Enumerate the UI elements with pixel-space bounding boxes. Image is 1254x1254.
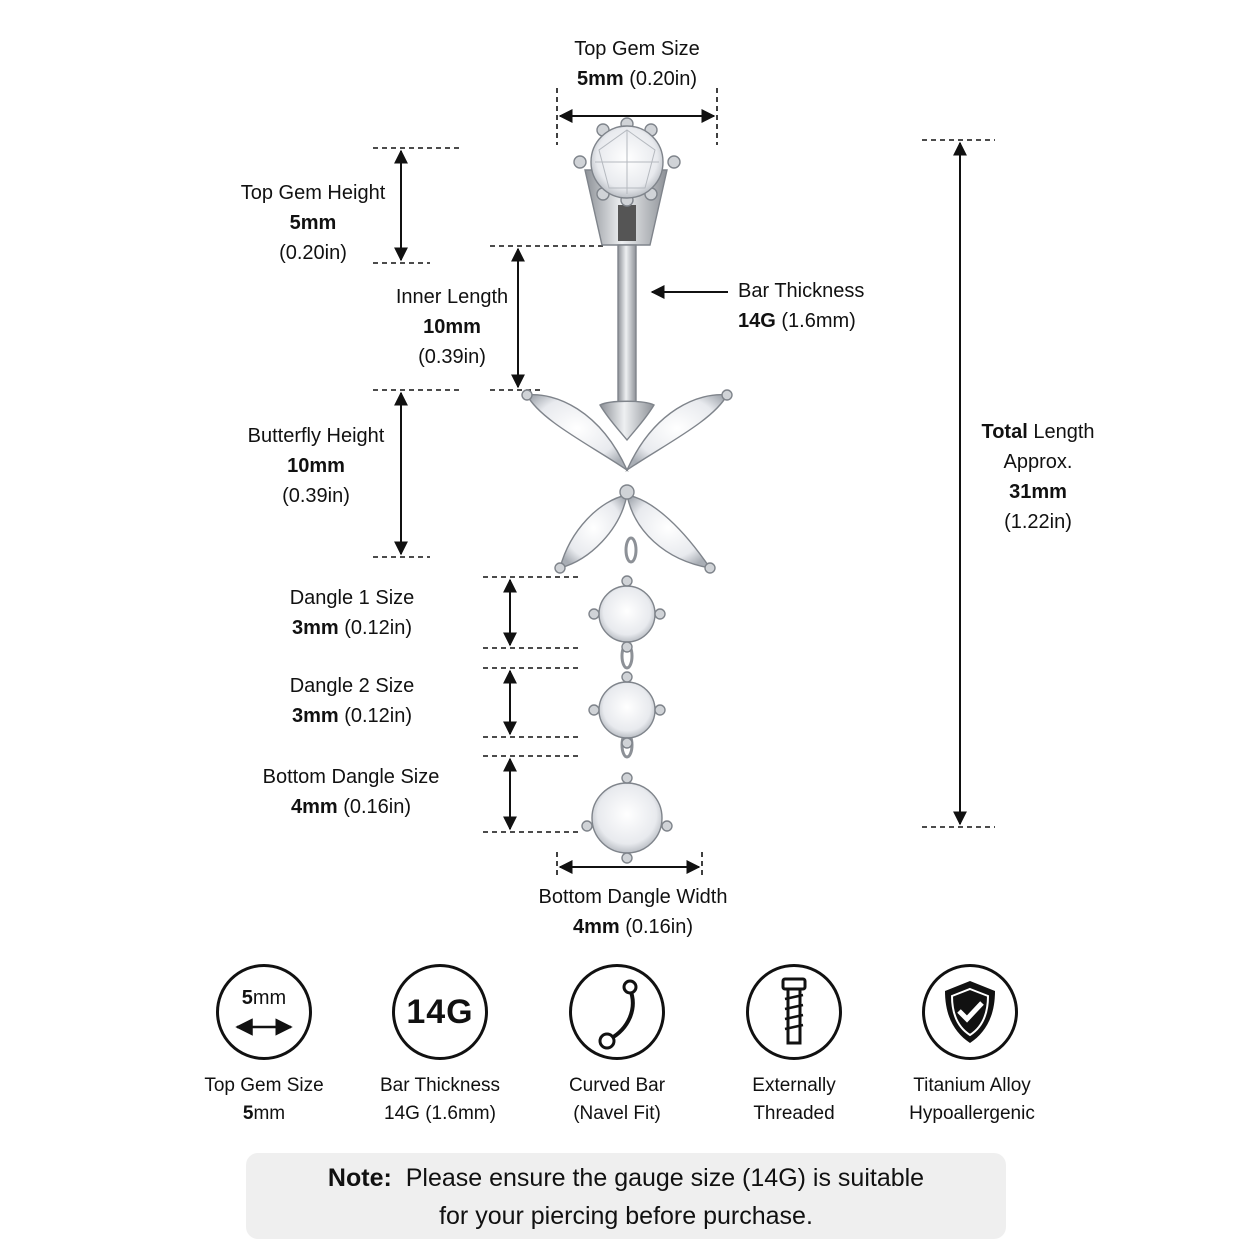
jewelry-diagram <box>373 88 995 878</box>
dangle-2-gem <box>598 681 656 739</box>
bottom-dangle-label: Bottom Dangle Size 4mm (0.16in) <box>262 766 440 818</box>
gauge-icon: 14G <box>392 964 488 1060</box>
bar <box>617 244 637 406</box>
top-gem-height-label: Top Gem Height 5mm (0.20in) <box>240 182 386 264</box>
note-box: Note: Please ensure the gauge size (14G)… <box>246 1153 1006 1239</box>
feature-label-titanium: Titanium Alloy Hypoallergenic <box>909 1075 1035 1124</box>
butterfly-height-label: Butterfly Height 10mm (0.39in) <box>247 425 385 507</box>
feature-label-bar-thickness: Bar Thickness 14G (1.6mm) <box>379 1075 501 1124</box>
screw-icon <box>746 964 842 1060</box>
bar-thickness-label: Bar Thickness 14G (1.6mm) <box>738 280 865 332</box>
dangle-2-label: Dangle 2 Size 3mm (0.12in) <box>289 675 415 727</box>
shield-check-icon <box>922 964 1018 1060</box>
feature-label-threaded: Externally Threaded <box>752 1075 836 1124</box>
total-length-label: Total Length Approx. 31mm (1.22in) <box>981 421 1095 533</box>
curved-bar-icon <box>569 964 665 1060</box>
feature-label-curved-bar: Curved Bar (Navel Fit) <box>568 1075 666 1124</box>
top-gem-size-label: Top Gem Size 5mm (0.20in) <box>574 38 700 90</box>
note-line-1: Note: Please ensure the gauge size (14G)… <box>327 1164 925 1192</box>
dangle-1-gem <box>598 585 656 643</box>
dimension-arrows <box>394 109 967 874</box>
inner-length-label: Inner Length 10mm (0.39in) <box>395 286 509 368</box>
bottom-width-label: Bottom Dangle Width 4mm (0.16in) <box>538 886 728 938</box>
guide-lines <box>373 88 995 878</box>
feature-label-gem-size: Top Gem Size 5mm <box>204 1075 324 1124</box>
belly-ring-illustration <box>521 117 733 864</box>
butterfly <box>525 394 729 569</box>
gem-size-icon: 5mm <box>216 964 312 1060</box>
bottom-dangle-gem <box>591 782 663 854</box>
note-line-2: for your piercing before purchase. <box>439 1202 813 1230</box>
dangle-1-label: Dangle 1 Size 3mm (0.12in) <box>289 587 415 639</box>
